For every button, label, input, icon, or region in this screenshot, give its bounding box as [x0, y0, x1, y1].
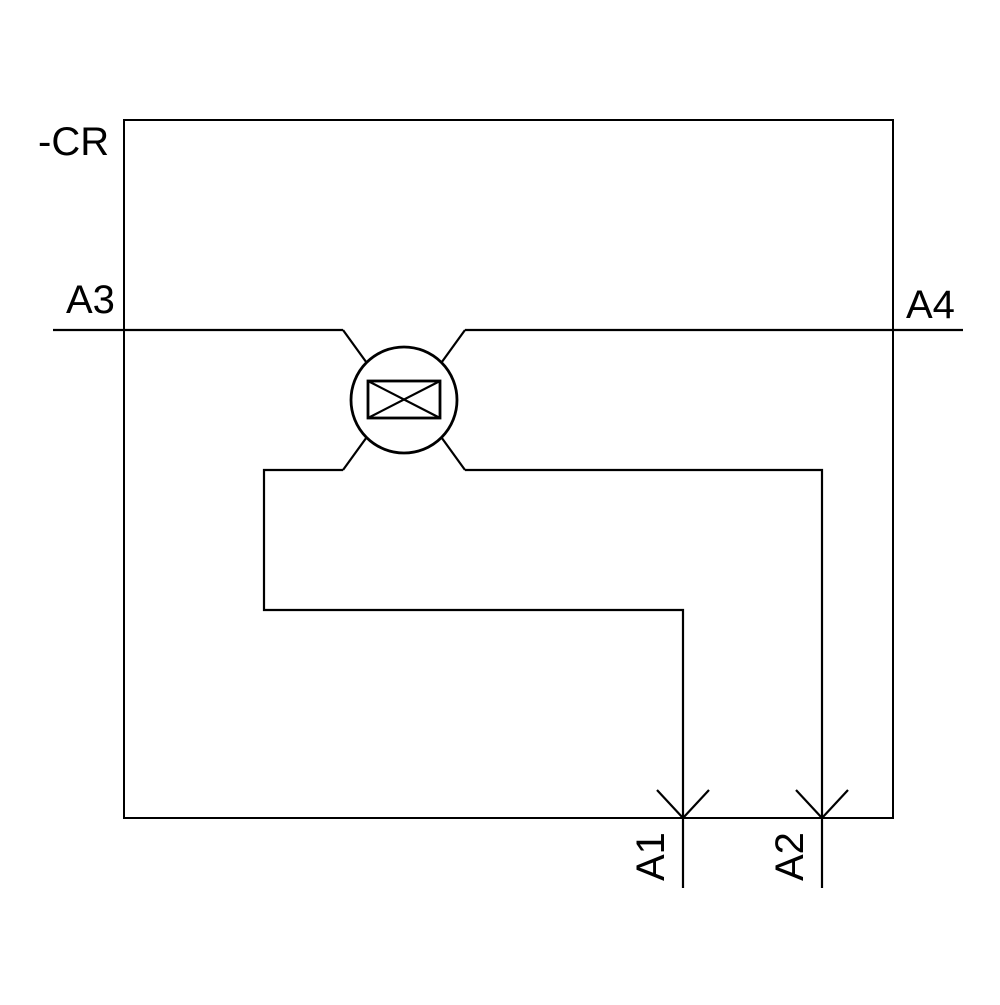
- coil-lead-top-right: [440, 329, 466, 364]
- terminal-a1-arrowhead-left: [656, 789, 684, 819]
- terminal-a1-arrowhead-right: [682, 789, 710, 819]
- coil-rectangle-diagonal-2: [367, 380, 441, 419]
- terminal-a1-arrowhead-icon: [656, 789, 710, 819]
- coil-lead-bottom-right: [440, 436, 466, 471]
- terminal-a3-label: A3: [66, 278, 115, 322]
- terminal-a2-arrowhead-right: [821, 789, 849, 819]
- terminal-a2-wire: [465, 468, 824, 888]
- coil-rectangle: [366, 379, 442, 420]
- terminal-a1-wire: [262, 468, 685, 888]
- component-label: -CR: [38, 120, 109, 164]
- terminal-a2-label: A2: [768, 832, 812, 881]
- terminal-a2-arrowhead-left: [795, 789, 823, 819]
- component-outline-box: [123, 119, 894, 819]
- coil-symbol-icon: [349, 345, 459, 455]
- terminal-a4-label: A4: [906, 283, 955, 327]
- terminal-a2-arrowhead-icon: [795, 789, 849, 819]
- coil-lead-bottom-left: [342, 436, 368, 471]
- terminal-a1-label: A1: [629, 832, 673, 881]
- coil-circle: [349, 345, 459, 455]
- coil-lead-top-left: [342, 329, 368, 364]
